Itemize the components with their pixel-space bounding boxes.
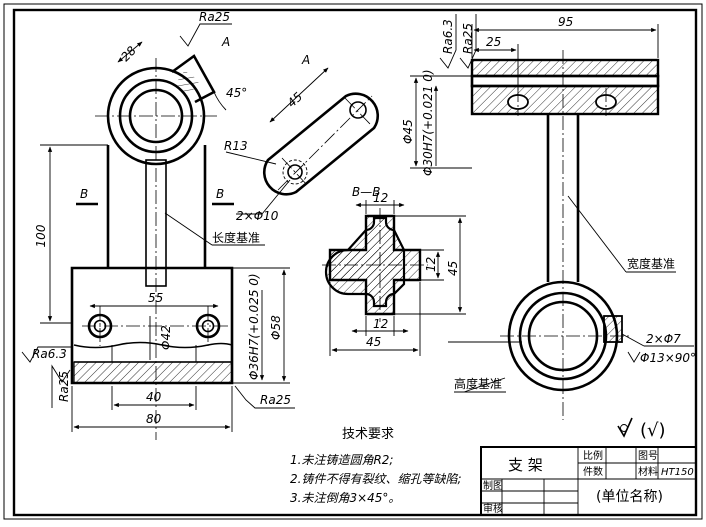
dim-holes-2x-phi7: 2×Φ7 (646, 332, 681, 346)
dim-45deg: 45° (226, 86, 247, 100)
dim-55: 55 (148, 291, 163, 305)
dim-80: 80 (146, 412, 162, 426)
dim-100: 100 (34, 224, 48, 247)
title-quantity-label: 件数 (583, 465, 603, 478)
front-view (70, 54, 234, 440)
tech-req-heading: 技术要求 (342, 427, 394, 442)
dim-holes-2x-phi10: 2×Φ10 (236, 209, 279, 223)
tech-req-item-1: 1.未注铸造圆角R2; (290, 453, 393, 467)
dim-25: 25 (486, 35, 501, 49)
dim-phi45: Φ45 (401, 119, 415, 144)
aux-view-marker-a: A (221, 35, 230, 49)
tech-req-item-2: 2.铸件不得有裂纹、缩孔等缺陷; (290, 472, 462, 486)
roughness-general-note: (√) (640, 420, 666, 441)
dim-12-top: 12 (373, 191, 388, 205)
dim-countersink-phi13: Φ13×90° (640, 351, 696, 365)
dim-95: 95 (558, 15, 573, 29)
front-dimensions: 100 55 Φ42 40 80 Φ58 Φ36H7(+0.025 0) 28 … (21, 10, 295, 432)
dim-45-horizontal: 45 (366, 335, 381, 349)
outer-border (3, 3, 703, 520)
dim-40: 40 (146, 390, 162, 404)
datum-width-label: 宽度基准 (627, 256, 675, 271)
title-material-label: 材料 (638, 465, 658, 478)
title-part-name: 支 架 (508, 456, 543, 474)
dim-phi30-h7: Φ30H7(+0.021 0) (421, 69, 435, 176)
tech-req-item-3: 3.未注倒角3×45°。 (290, 491, 400, 505)
dim-12-right: 12 (424, 257, 438, 272)
roughness-ra25-base-right: Ra25 (260, 393, 291, 407)
title-block: 支 架 比例 图号 件数 材料 HT150 制图 审核 (单位名称) (480, 446, 697, 516)
roughness-ra25-top: Ra25 (199, 10, 230, 24)
title-scale-label: 比例 (583, 449, 603, 462)
section-label-bb: B—B (352, 185, 380, 199)
dim-45-vertical: 45 (446, 261, 460, 276)
dim-phi58: Φ58 (269, 315, 283, 340)
cut-mark-b-left: B (80, 187, 88, 201)
dim-phi42: Φ42 (159, 325, 173, 350)
dim-r13: R13 (224, 139, 248, 153)
technical-requirements: 技术要求 1.未注铸造圆角R2; 2.铸件不得有裂纹、缩孔等缺陷; 3.未注倒角… (290, 427, 462, 505)
datum-height-label: 高度基准 (454, 376, 502, 391)
title-material-value: HT150 (661, 467, 694, 478)
title-drawing-no-label: 图号 (638, 450, 658, 462)
roughness-ra63-side: Ra6.3 (32, 347, 67, 361)
side-view: 95 25 Φ45 Φ30H7(+0.021 0) Ra6.3 Ra25 宽度基… (401, 14, 696, 420)
cut-mark-b-right: B (216, 187, 224, 201)
dim-28: 28 (118, 43, 139, 64)
roughness-check-icon (617, 417, 633, 438)
title-company-placeholder: (单位名称) (596, 489, 663, 505)
title-drawn-by-label: 制图 (483, 479, 503, 492)
roughness-ra63-right: Ra6.3 (441, 19, 455, 54)
aux-view-label-a: A (301, 53, 310, 67)
title-checked-by-label: 审核 (483, 502, 503, 515)
datum-length-label: 长度基准 (212, 230, 260, 245)
dim-phi36-h7: Φ36H7(+0.025 0) (247, 273, 261, 380)
roughness-ra25-base-left: Ra25 (57, 371, 71, 402)
section-b-b: B—B 12 12 45 12 45 (322, 185, 466, 356)
roughness-circle-icon (620, 424, 628, 432)
inner-frame (12, 8, 698, 517)
roughness-ra25-right: Ra25 (461, 23, 475, 54)
dim-12-bottom: 12 (373, 317, 388, 331)
